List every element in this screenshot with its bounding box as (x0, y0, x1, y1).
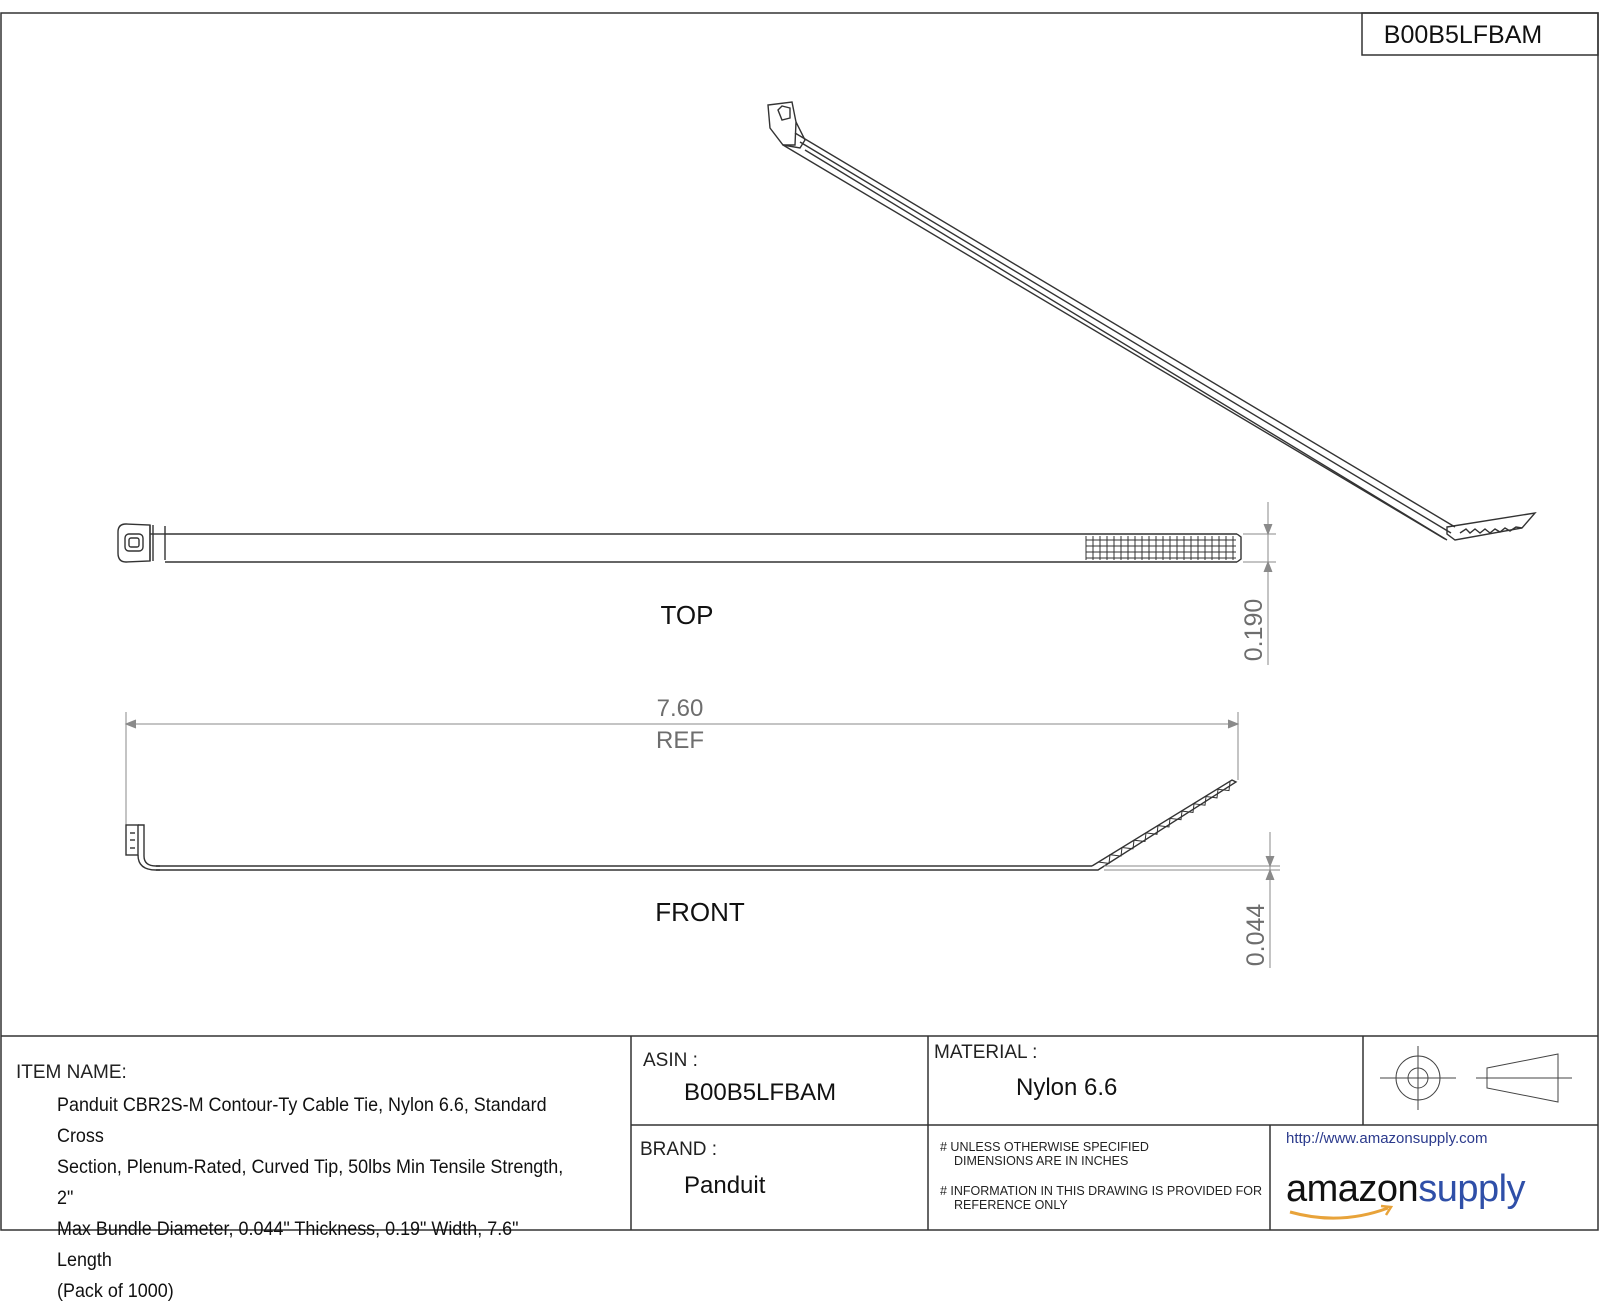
amazon-smile-arrow-icon (1289, 1206, 1389, 1220)
note-dimensions-line-2: DIMENSIONS ARE IN INCHES (954, 1154, 1129, 1168)
header-asin: B00B5LFBAM (1383, 21, 1543, 49)
note-reference: # INFORMATION IN THIS DRAWING IS PROVIDE… (940, 1184, 1262, 1212)
title-block-grid (1, 1035, 1598, 1230)
top-width-dimension (1243, 502, 1276, 665)
material-value: Nylon 6.6 (1016, 1074, 1118, 1101)
note-reference-line-1: # INFORMATION IN THIS DRAWING IS PROVIDE… (940, 1184, 1263, 1198)
item-desc-line-1: Panduit CBR2S-M Contour-Ty Cable Tie, Ny… (57, 1094, 547, 1147)
asin-header-box (1361, 12, 1599, 56)
logo-amazon-text: amazon (1286, 1168, 1419, 1210)
top-view-label: TOP (661, 600, 714, 630)
logo-supply-text: supply (1418, 1168, 1526, 1210)
amazon-arrow-head-icon (1380, 1204, 1394, 1216)
note-dimensions-line-1: # UNLESS OTHERWISE SPECIFIED (940, 1140, 1149, 1154)
projection-symbol-icon (1380, 1046, 1572, 1110)
top-view (117, 523, 1242, 563)
isometric-view (767, 101, 1537, 541)
asin-label: ASIN : (643, 1050, 698, 1071)
length-ref: REF (656, 727, 704, 754)
item-desc-line-4: (Pack of 1000) (57, 1280, 174, 1302)
front-view-label: FRONT (655, 897, 745, 927)
front-thickness-dimension (1104, 832, 1280, 968)
brand-label: BRAND : (640, 1139, 718, 1160)
asin-value: B00B5LFBAM (684, 1079, 837, 1106)
material-label: MATERIAL : (934, 1042, 1038, 1063)
front-view (125, 779, 1238, 871)
item-desc-line-3: Max Bundle Diameter, 0.044" Thickness, 0… (57, 1218, 519, 1271)
top-width-value: 0.190 (1240, 599, 1268, 662)
length-value: 7.60 (657, 695, 704, 722)
amazonsupply-link[interactable]: http://www.amazonsupply.com (1286, 1130, 1488, 1147)
note-reference-line-2: REFERENCE ONLY (954, 1198, 1068, 1212)
item-description: Panduit CBR2S-M Contour-Ty Cable Tie, Ny… (57, 1090, 572, 1307)
brand-value: Panduit (684, 1172, 766, 1199)
note-dimensions: # UNLESS OTHERWISE SPECIFIED DIMENSIONS … (940, 1140, 1149, 1168)
technical-drawing: 0.190 0.044 7.60 REF TOP FRONT (0, 12, 1599, 1231)
item-desc-line-2: Section, Plenum-Rated, Curved Tip, 50lbs… (57, 1156, 564, 1209)
item-name-label: ITEM NAME: (16, 1062, 127, 1083)
amazonsupply-logo: amazonsupply (1286, 1168, 1526, 1211)
front-thickness-value: 0.044 (1242, 904, 1270, 967)
sheet-border (0, 12, 1599, 1231)
